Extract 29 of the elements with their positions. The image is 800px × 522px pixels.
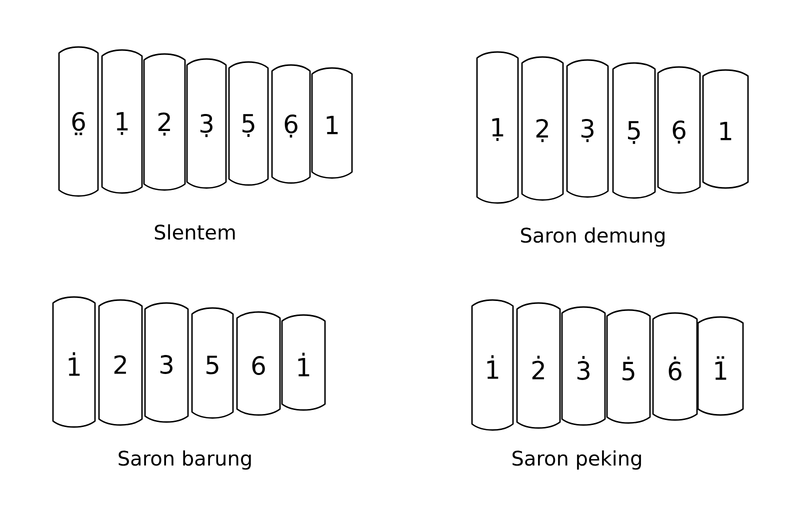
- key-bar: 5: [191, 307, 234, 419]
- key-bar: 1̇: [471, 299, 514, 431]
- instrument-name: Saron barung: [118, 450, 251, 470]
- key-bar: 1: [702, 69, 749, 189]
- key-bar: 6̤: [58, 46, 99, 197]
- key-bar: 6̣: [271, 64, 311, 184]
- key-bar: 2̣: [521, 56, 564, 201]
- key-bar: 3̇: [561, 306, 606, 426]
- instrument-name: Slentem: [154, 224, 235, 240]
- key-bar: 5̣: [612, 62, 656, 199]
- instrument-name: Saron peking: [512, 450, 641, 470]
- key-bar: 1: [311, 67, 353, 179]
- instrument-name: Saron demung: [521, 227, 664, 247]
- key-bar: 1̣: [101, 49, 143, 194]
- key-bar: 2: [98, 299, 143, 426]
- key-bar: 3̣: [566, 59, 609, 198]
- key-bar: 1̣: [476, 51, 519, 204]
- key-bar: 3: [144, 302, 189, 423]
- key-bar: 1̇: [52, 296, 96, 428]
- key-bar: 5̇: [606, 309, 651, 424]
- key-bar: 6: [236, 311, 281, 416]
- key-bar: 2̣: [143, 53, 186, 191]
- key-bar: 1̈: [697, 316, 744, 416]
- key-bar: 5̣: [228, 61, 269, 186]
- key-bar: 2̇: [516, 302, 561, 429]
- key-bar: 3̣: [186, 58, 227, 189]
- key-bar: 6̇: [652, 312, 698, 421]
- key-bar: 1̇: [281, 314, 326, 411]
- key-bar: 6̣: [657, 66, 701, 194]
